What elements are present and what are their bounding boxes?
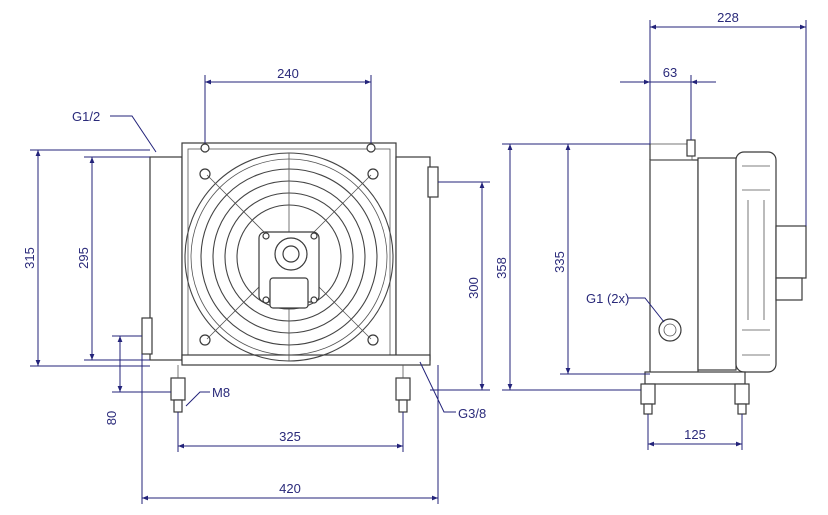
dim-height-overall: 358	[494, 257, 509, 279]
side-core	[649, 159, 699, 376]
dim-top-bolt-spacing: 240	[277, 66, 299, 81]
right-port-stub	[427, 166, 439, 198]
right-tank	[395, 156, 431, 361]
side-motor	[775, 225, 807, 279]
callout-inlet-port: G1/2	[72, 109, 100, 124]
dim-mount-height: 80	[104, 411, 119, 425]
corner-bolts	[199, 143, 379, 346]
side-fan-guard	[735, 151, 777, 373]
callout-drain-port: G3/8	[458, 406, 486, 421]
motor-hub	[258, 231, 320, 309]
left-tank	[149, 156, 183, 361]
dim-flange-offset: 63	[663, 65, 677, 80]
side-oil-port	[658, 318, 682, 342]
mounting-feet	[170, 365, 411, 413]
callout-bolt-thread: M8	[212, 385, 230, 400]
left-port-stub	[141, 317, 153, 355]
dim-height-inner: 295	[76, 247, 91, 269]
dim-height-outer: 315	[22, 247, 37, 269]
side-dimensions: 228 63 358 335 125 G1 (2x)	[494, 10, 807, 450]
side-view	[640, 139, 807, 415]
side-shroud	[697, 157, 737, 371]
dim-height-core: 335	[552, 251, 567, 273]
dim-overall-width: 420	[279, 481, 301, 496]
front-dimensions: 240 315 295 80 325 420 300 G1/2	[22, 66, 490, 504]
dim-right-height: 300	[466, 277, 481, 299]
front-view	[141, 142, 439, 413]
dim-foot-depth: 125	[684, 427, 706, 442]
dim-overall-depth: 228	[717, 10, 739, 25]
dim-foot-spacing: 325	[279, 429, 301, 444]
callout-oil-ports: G1 (2x)	[586, 291, 629, 306]
